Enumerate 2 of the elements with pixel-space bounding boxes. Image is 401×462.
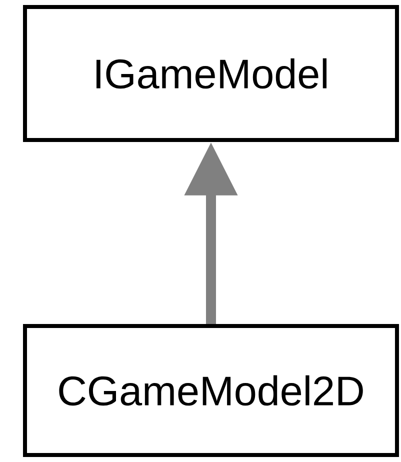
class-box: CGameModel2D xyxy=(23,324,399,457)
class-box: IGameModel xyxy=(23,5,399,142)
